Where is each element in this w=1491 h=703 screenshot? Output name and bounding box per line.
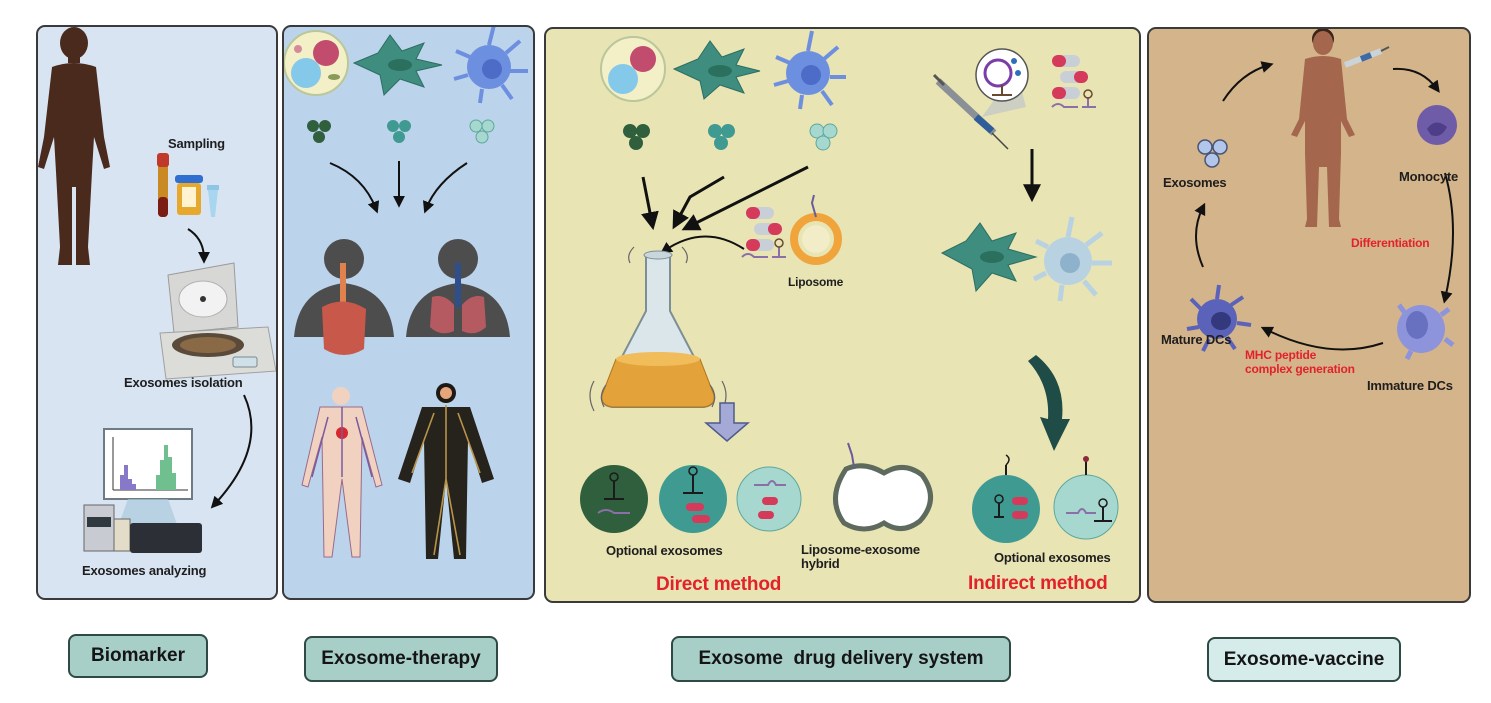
fibroblast-icon (672, 40, 761, 100)
mhc-label-line1: MHC peptide (1245, 348, 1317, 362)
human-figure-icon (38, 27, 110, 265)
blood-tube-icon (157, 153, 169, 217)
immature-dendritic-cell-icon (1032, 216, 1112, 302)
exosomes-label: Exosomes (1163, 175, 1227, 190)
indirect-method-label: Indirect method (968, 573, 1108, 594)
human-figure-icon (1291, 29, 1355, 227)
immature-dcs-label: Immature DCs (1367, 378, 1453, 393)
digestive-system-icon (294, 239, 394, 355)
biomarker-panel: Sampling Exosomes isolation Exosomes ana… (36, 25, 278, 600)
exosomes-icon (1197, 139, 1228, 168)
vector-construct-icon (975, 48, 1029, 117)
optional-exosome-teal (659, 465, 727, 533)
mhc-label-line2: complex generation (1245, 362, 1355, 376)
liposome-icon (790, 194, 842, 265)
urine-cup-icon (175, 175, 203, 215)
therapy-panel (282, 25, 535, 600)
liposome-label: Liposome (788, 275, 844, 289)
monocyte-icon (1417, 105, 1457, 145)
mature-dc-icon (1186, 284, 1252, 352)
direct-optional-exosomes-label: Optional exosomes (606, 543, 723, 558)
animal-cell-icon (284, 30, 349, 96)
fibroblast-icon (940, 222, 1038, 293)
exosomes-analyzing-label: Exosomes analyzing (82, 563, 207, 578)
flask-icon (589, 246, 727, 412)
fibroblast-icon (352, 34, 443, 97)
dendritic-cell-icon (453, 27, 528, 104)
curved-arrow-icon (1028, 355, 1070, 451)
exosome-cluster-dark (307, 120, 331, 143)
exosome-cluster-dark (623, 124, 650, 150)
optional-exosome-light (736, 466, 802, 532)
biomarker-tag: Biomarker (68, 634, 208, 678)
optional-exosome-teal (972, 454, 1040, 543)
sampling-label: Sampling (168, 136, 225, 151)
microtube-icon (207, 185, 219, 217)
drug-capsules-icon (1051, 55, 1096, 108)
centrifuge-icon (159, 262, 276, 380)
mhc-peptide-label: MHC peptide complex generation (1245, 348, 1355, 376)
exosome-cluster-light (469, 119, 495, 144)
direct-method-label: Direct method (656, 574, 782, 595)
drug-delivery-panel: Liposome Optional exosomes Liposome-exos… (544, 27, 1141, 603)
hybrid-label-line2: hybrid (801, 556, 840, 571)
down-arrow-icon (703, 402, 751, 442)
exosomes-isolation-label: Exosomes isolation (124, 375, 243, 390)
spectrum-chart-icon (103, 428, 193, 527)
optional-exosome-light (1053, 456, 1119, 540)
mature-dcs-label: Mature DCs (1161, 332, 1232, 347)
circulatory-system-icon (301, 387, 383, 558)
immature-dc-icon (1397, 303, 1455, 361)
exosome-vaccine-tag: Exosome-vaccine (1207, 637, 1401, 682)
syringe-icon (1343, 46, 1390, 68)
mass-spectrometer-icon (83, 504, 202, 553)
nervous-system-icon (398, 383, 494, 559)
optional-exosome-dark (580, 465, 648, 533)
animal-cell-icon (600, 36, 666, 102)
drug-delivery-tag: Exosome drug delivery system (671, 636, 1011, 682)
respiratory-system-icon (406, 239, 510, 337)
exosome-cluster-teal (708, 124, 735, 150)
indirect-optional-exosomes-label: Optional exosomes (994, 550, 1111, 565)
monocyte-label: Monocyte (1399, 169, 1459, 184)
drug-capsules-icon (741, 207, 786, 258)
liposome-exosome-hybrid-label: Liposome-exosome hybrid (801, 543, 920, 571)
exosome-cluster-teal (387, 120, 411, 143)
dendritic-cell-icon (773, 30, 846, 110)
hybrid-label-line1: Liposome-exosome (801, 542, 920, 557)
exosome-cluster-light (809, 123, 838, 151)
liposome-exosome-hybrid-icon (833, 442, 933, 532)
exosome-therapy-tag: Exosome-therapy (304, 636, 498, 682)
vaccine-panel: Exosomes Monocyte Differentiation Mature… (1147, 27, 1471, 603)
syringe-icon (932, 73, 1009, 150)
differentiation-label: Differentiation (1351, 236, 1430, 250)
